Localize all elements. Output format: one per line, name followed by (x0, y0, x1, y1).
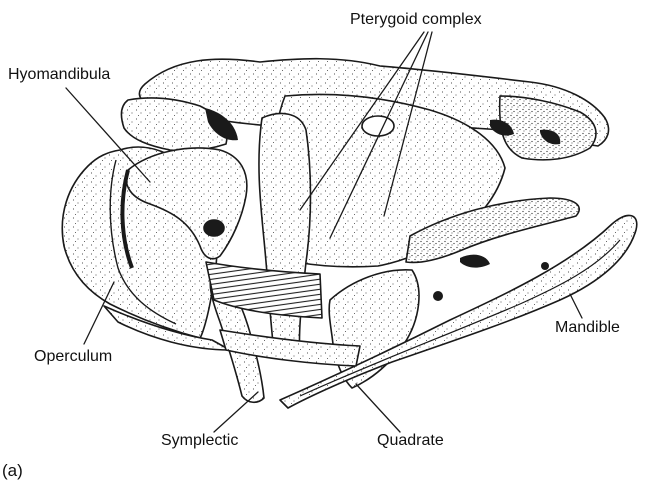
label-hyomandibula: Hyomandibula (8, 67, 110, 83)
label-pterygoid-complex: Pterygoid complex (350, 12, 482, 28)
label-symplectic: Symplectic (161, 433, 238, 449)
leader-mandible (570, 294, 582, 318)
leader-quadrate (356, 384, 400, 432)
leader-symplectic (214, 392, 258, 432)
label-mandible: Mandible (555, 320, 620, 336)
hyomandibula-foramen (204, 220, 224, 236)
panel-label: (a) (2, 462, 23, 479)
label-operculum: Operculum (34, 349, 112, 365)
pterygoid-foramen (362, 116, 394, 136)
quadrate (329, 270, 419, 388)
label-quadrate: Quadrate (377, 433, 444, 449)
metapterygoid (259, 114, 311, 360)
